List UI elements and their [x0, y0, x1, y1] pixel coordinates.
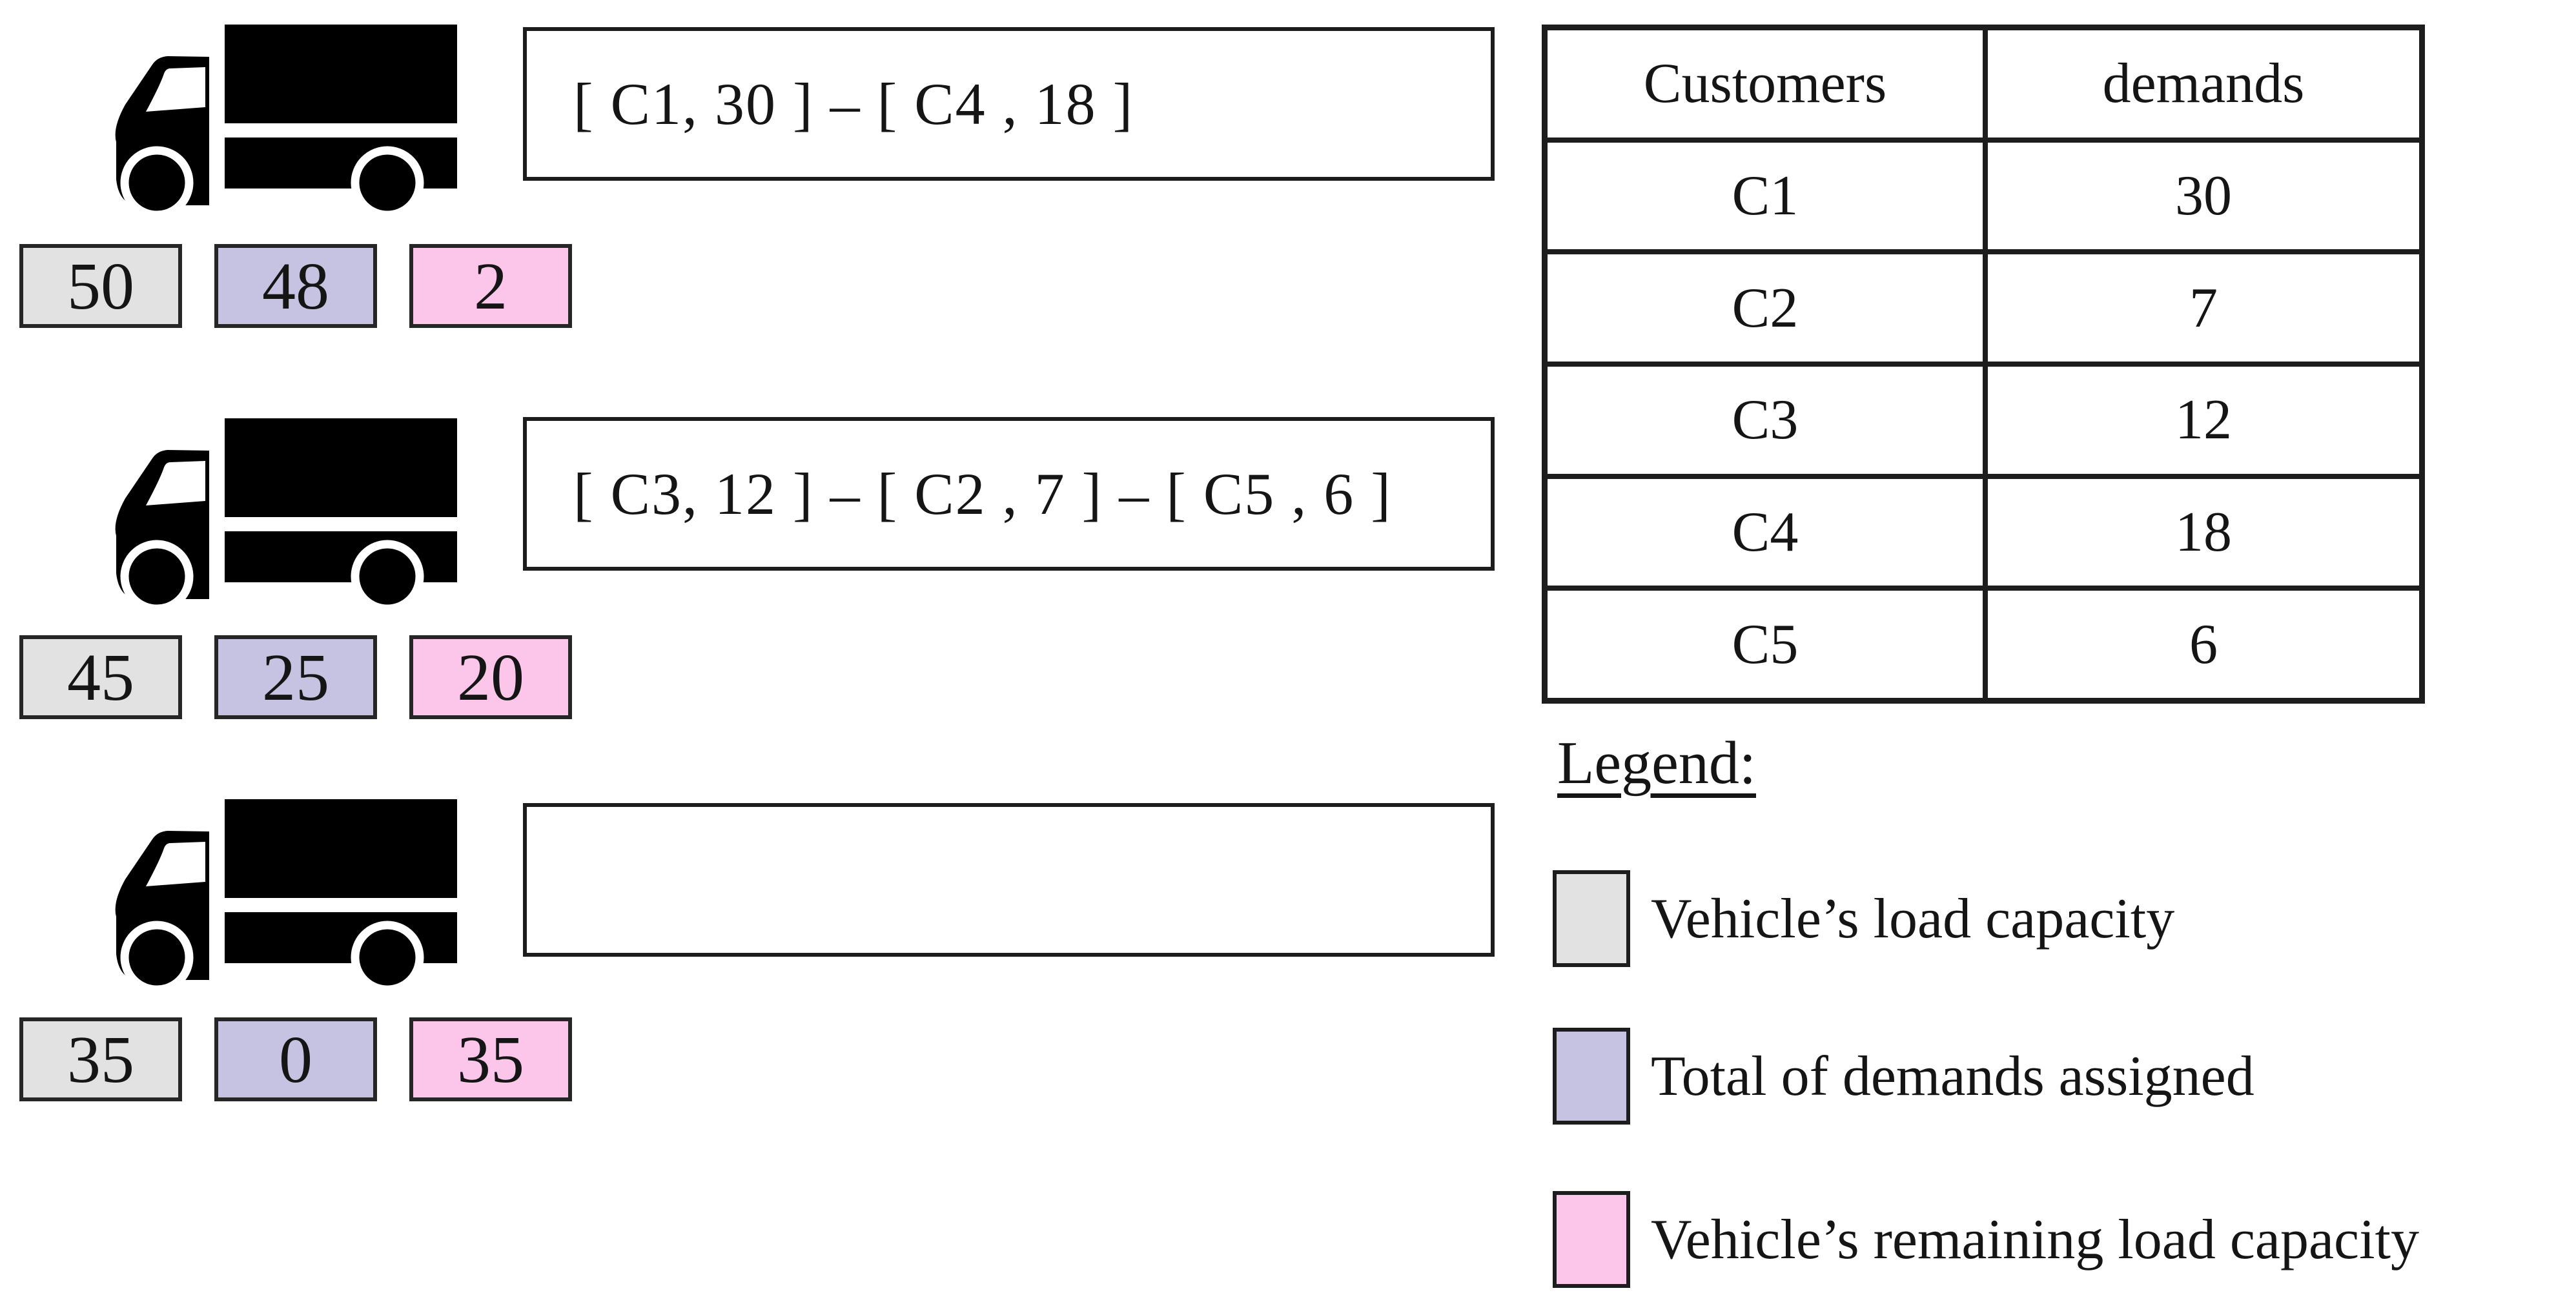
- table-cell-customer: C1: [1545, 139, 1985, 252]
- remaining-capacity-value: 20: [457, 640, 524, 715]
- remaining-capacity-swatch: [1553, 1191, 1630, 1288]
- demands-assigned-box: 25: [214, 635, 377, 719]
- legend-label: Vehicle’s load capacity: [1651, 887, 2175, 950]
- remaining-capacity-value: 2: [474, 249, 507, 323]
- load-capacity-box: 35: [19, 1017, 182, 1101]
- remaining-capacity-box: 35: [409, 1017, 572, 1101]
- table-cell-demand: 18: [1985, 476, 2422, 589]
- legend-item-demands-assigned: Total of demands assigned: [1553, 1028, 2254, 1125]
- table-cell-demand: 30: [1985, 139, 2422, 252]
- truck-icon: [97, 418, 457, 615]
- table-cell-customer: C2: [1545, 252, 1985, 364]
- customers-demands-table: Customers demands C1 30 C2 7 C3 12 C4 18…: [1542, 25, 2425, 704]
- load-capacity-value: 45: [67, 640, 134, 715]
- table-header-customers: Customers: [1545, 28, 1985, 140]
- demands-assigned-swatch: [1553, 1028, 1630, 1125]
- legend-item-remaining-capacity: Vehicle’s remaining load capacity: [1553, 1191, 2419, 1288]
- table-cell-customer: C4: [1545, 476, 1985, 589]
- legend-label: Total of demands assigned: [1651, 1045, 2254, 1108]
- load-capacity-swatch: [1553, 870, 1630, 967]
- table-cell-demand: 6: [1985, 588, 2422, 700]
- route-text: [ C1, 30 ] – [ C4 , 18 ]: [573, 71, 1134, 137]
- route-box-vehicle-1: [ C1, 30 ] – [ C4 , 18 ]: [523, 27, 1495, 181]
- legend-title: Legend:: [1557, 729, 1756, 797]
- route-text: [ C3, 12 ] – [ C2 , 7 ] – [ C5 , 6 ]: [573, 461, 1392, 527]
- route-box-vehicle-3: [523, 803, 1495, 957]
- legend-item-load-capacity: Vehicle’s load capacity: [1553, 870, 2174, 967]
- load-capacity-box: 50: [19, 244, 182, 328]
- table-cell-demand: 7: [1985, 252, 2422, 364]
- remaining-capacity-box: 20: [409, 635, 572, 719]
- demands-assigned-box: 0: [214, 1017, 377, 1101]
- demands-assigned-box: 48: [214, 244, 377, 328]
- legend-label: Vehicle’s remaining load capacity: [1651, 1208, 2419, 1271]
- remaining-capacity-value: 35: [457, 1022, 524, 1097]
- table-cell-customer: C3: [1545, 364, 1985, 476]
- load-capacity-value: 35: [67, 1022, 134, 1097]
- table-header-demands: demands: [1985, 28, 2422, 140]
- remaining-capacity-box: 2: [409, 244, 572, 328]
- demands-assigned-value: 25: [262, 640, 329, 715]
- demands-assigned-value: 0: [279, 1022, 312, 1097]
- table-cell-demand: 12: [1985, 364, 2422, 476]
- table-cell-customer: C5: [1545, 588, 1985, 700]
- truck-icon: [97, 799, 457, 996]
- load-capacity-value: 50: [67, 249, 134, 323]
- route-box-vehicle-2: [ C3, 12 ] – [ C2 , 7 ] – [ C5 , 6 ]: [523, 417, 1495, 571]
- truck-icon: [97, 25, 457, 221]
- demands-assigned-value: 48: [262, 249, 329, 323]
- load-capacity-box: 45: [19, 635, 182, 719]
